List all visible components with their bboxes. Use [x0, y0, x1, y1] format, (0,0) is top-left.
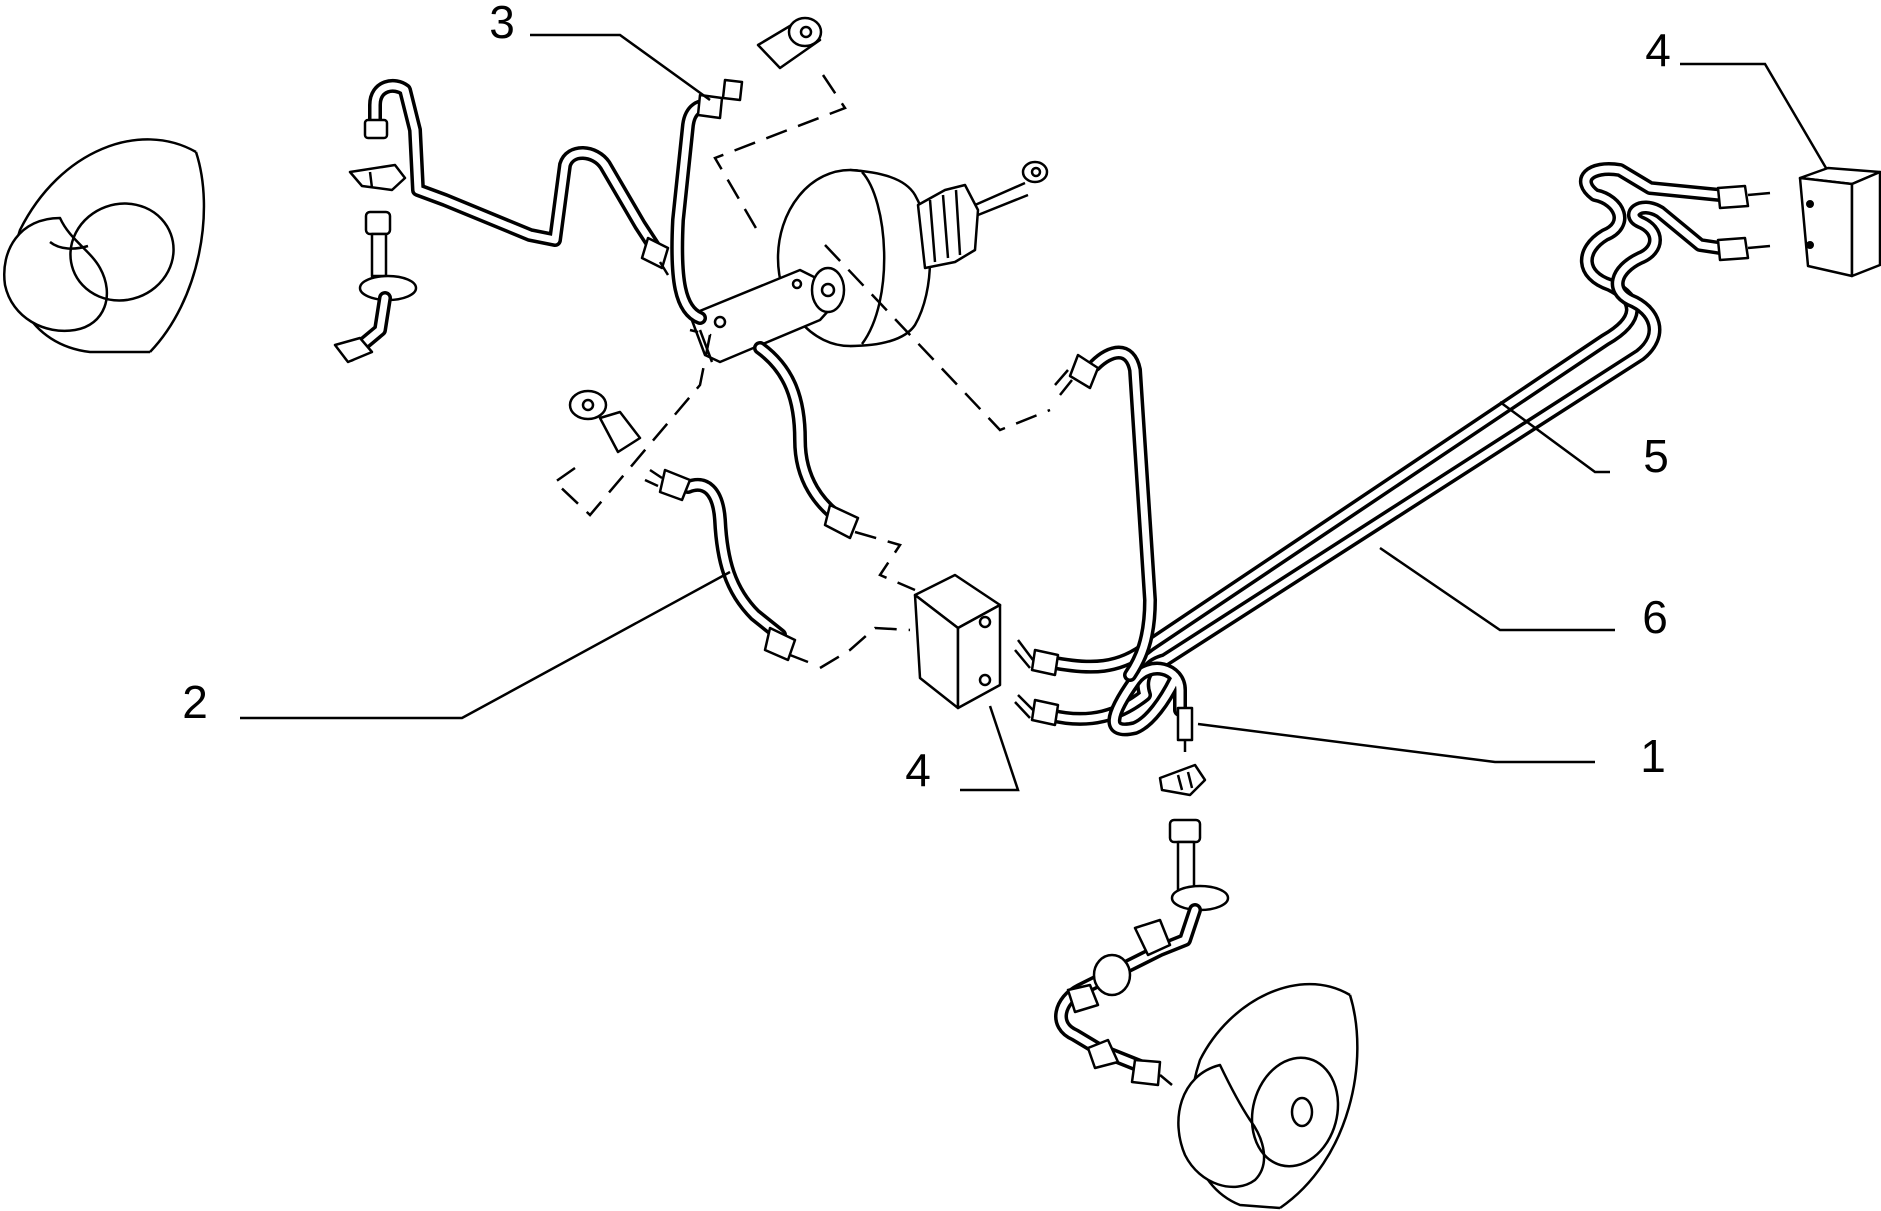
callout-label-4-middle: 4: [905, 744, 931, 796]
callout-label-6: 6: [1642, 591, 1668, 643]
brake-pipe-2: [644, 468, 809, 664]
leader-6: [1379, 546, 1615, 632]
brake-pipe-return-loop: [1088, 345, 1187, 737]
left-brake-disc: [3, 138, 206, 354]
callout-label-4-top: 4: [1645, 24, 1671, 76]
callout-label-2: 2: [182, 676, 208, 728]
junction-block-4-top-right: [1716, 166, 1881, 278]
leader-4-top: [1680, 62, 1828, 169]
master-cylinder: [688, 266, 846, 364]
assembly-dashes-top: [713, 74, 1051, 432]
brake-pipe-6: [1043, 200, 1727, 726]
leader-1: [1197, 722, 1595, 764]
pipe-end-fittings-left: [1014, 353, 1100, 727]
leader-5: [1499, 400, 1610, 474]
leader-2: [240, 570, 731, 720]
leader-3: [530, 33, 711, 102]
leader-4-middle: [960, 705, 1020, 792]
junction-block-4-middle: [913, 573, 1002, 710]
rear-left-hose-fittings: [333, 163, 418, 364]
callout-leaders: [240, 33, 1828, 792]
callout-label-1: 1: [1640, 730, 1666, 782]
brake-pipe-master-to-junction: [753, 341, 916, 670]
callout-label-3: 3: [489, 0, 515, 48]
callout-label-5: 5: [1643, 430, 1669, 482]
right-brake-disc: [1177, 982, 1359, 1210]
brake-pipe-3: [363, 78, 744, 325]
front-right-hose-fittings: [1054, 706, 1230, 1087]
banjo-fitting-top: [756, 16, 823, 70]
banjo-fitting-middle: [553, 328, 712, 517]
